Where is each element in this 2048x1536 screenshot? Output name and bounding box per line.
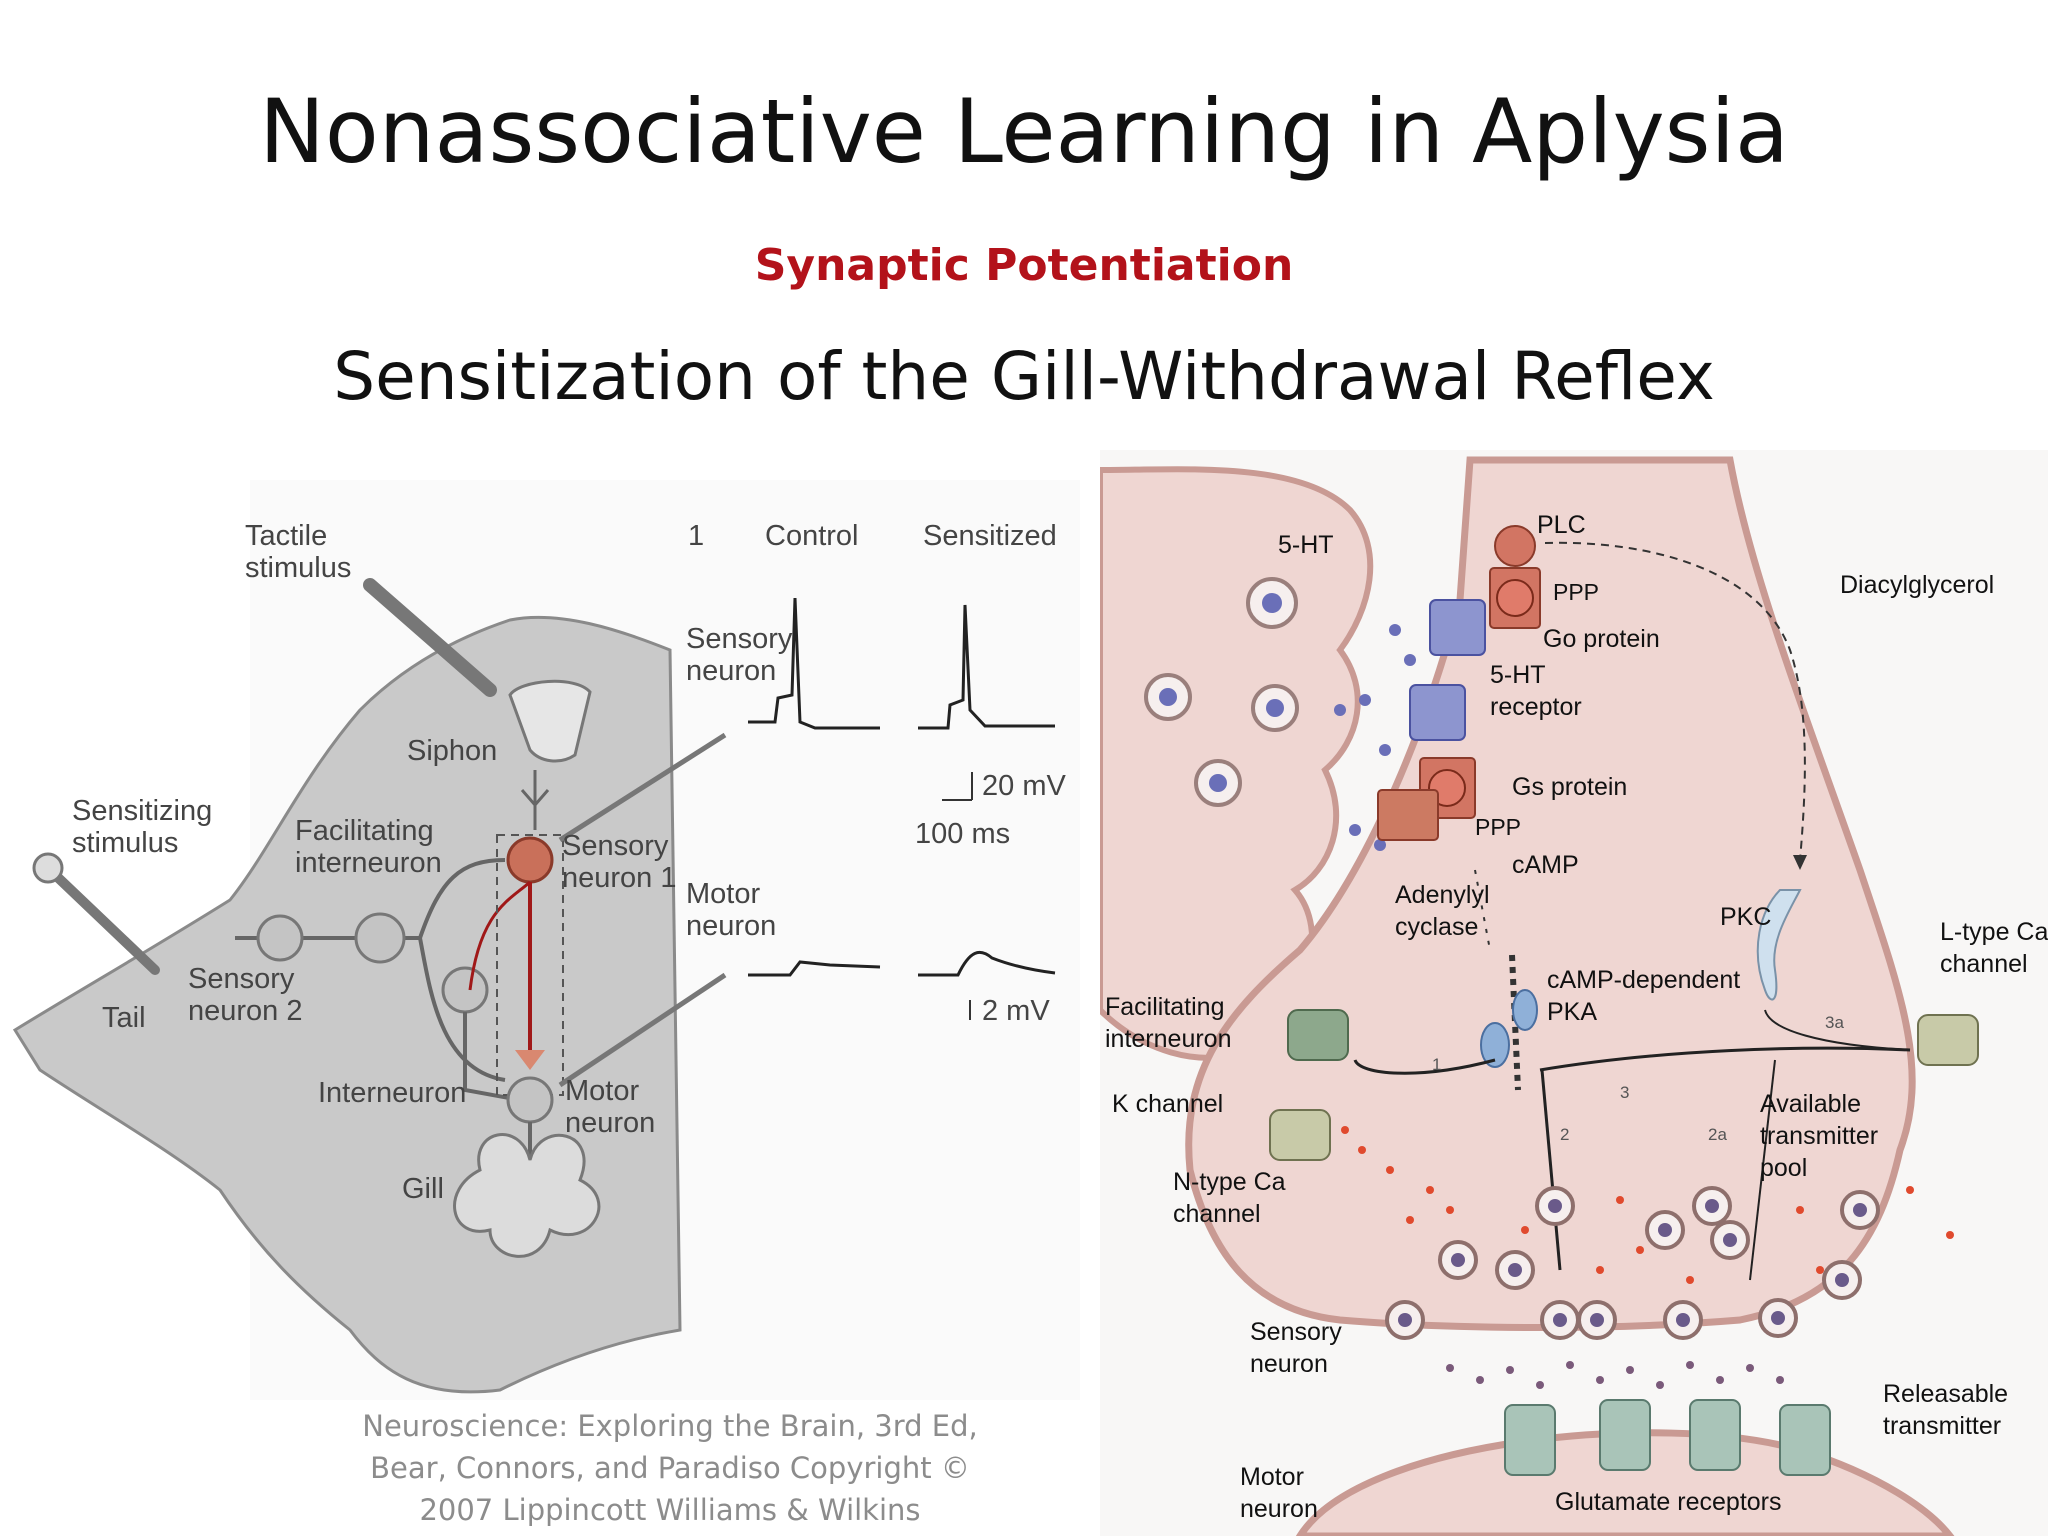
pka-subunit [1480,1022,1510,1068]
l-type-label-2: channel [1940,950,2028,978]
camp-label: cAMP [1512,851,1579,879]
gill-withdrawal-circuit-figure: Tactile stimulus Siphon Sensitizing stim… [12,480,1080,1400]
sensory-trace-control [748,597,880,730]
tactile-stimulus-label-2: stimulus [245,552,351,584]
available-pool-label-3: pool [1760,1154,1807,1182]
pka-label-1: cAMP-dependent [1547,966,1740,994]
available-pool-label-2: transmitter [1760,1122,1878,1150]
path-3a-label: 3a [1825,1013,1844,1032]
motor-neuron-label-1: Motor [1240,1463,1304,1491]
pka-strand [1509,954,1521,1091]
releasable-label-2: transmitter [1883,1412,2001,1440]
path-2a-label: 2a [1708,1125,1727,1144]
sensitizing-probe [45,865,160,975]
source-caption: Neuroscience: Exploring the Brain, 3rd E… [330,1405,1010,1531]
facilitating-interneuron-label-1: Facilitating [1105,993,1225,1021]
motor-neuron-label-2: neuron [565,1107,655,1139]
adenylyl-cyclase [1377,789,1439,841]
motor-neuron-label-1: Motor [565,1075,639,1107]
sensory-neuron-label-1: Sensory [1250,1318,1342,1346]
tactile-stimulus-label-1: Tactile [245,520,327,552]
slide-subtitle: Synaptic Potentiation [754,240,1294,291]
plc-protein [1494,525,1536,567]
k-channel [1287,1009,1349,1061]
motor-trace-sensitized [918,950,1056,977]
adenylyl-cyclase-label-1: Adenylyl [1395,881,1490,909]
serotonin-receptors [1409,599,1486,741]
five-ht-label: 5-HT [1278,531,1334,559]
path-3-label: 3 [1620,1083,1629,1102]
siphon-label: Siphon [407,735,497,767]
facilitating-interneuron-soma [354,912,406,964]
scale-100ms: 100 ms [915,818,1010,850]
control-label: Control [765,520,859,552]
gs-protein-label: Gs protein [1512,773,1627,801]
motor-trace-control [748,960,881,977]
tactile-probe [363,578,497,697]
scale-2mv: 2 mV [982,995,1050,1027]
ppp-bottom-label: PPP [1475,814,1521,840]
sensory-neuron-2-label-1: Sensory [188,963,295,995]
diacylglycerol-label: Diacylglycerol [1840,571,1994,599]
sensitized-label: Sensitized [923,520,1057,552]
pka-label-2: PKA [1547,998,1597,1026]
l-type-label-1: L-type Ca [1940,918,2048,946]
releasable-label-1: Releasable [1883,1380,2008,1408]
path-1-label: 1 [1432,1055,1441,1074]
rec-motor-label-1: Motor [686,878,760,910]
slide-heading: Sensitization of the Gill-Withdrawal Ref… [333,338,1715,415]
path-2-label: 2 [1560,1125,1569,1144]
gill-shape [453,1133,601,1258]
go-protein-label: Go protein [1543,625,1660,653]
sensory-neuron-2-soma [256,914,304,962]
scale-20mv: 20 mV [982,770,1066,802]
k-channel-label: K channel [1112,1090,1223,1118]
n-type-ca-channel [1269,1109,1331,1161]
panel-number: 1 [688,520,704,552]
sensitizing-stimulus-label-2: stimulus [72,827,178,859]
motor-neuron-soma [506,1076,554,1124]
glutamate-receptor-channels [1504,1399,1831,1476]
plc-label: PLC [1537,511,1586,539]
released-transmitter [1446,1361,1784,1389]
l-type-ca-channel [1917,1014,1979,1066]
caption-line-1: Neuroscience: Exploring the Brain, 3rd E… [362,1409,978,1443]
sensory-neuron-1-soma [506,836,554,884]
slide-title: Nonassociative Learning in Aplysia [259,80,1789,183]
ppp-top-label: PPP [1553,579,1599,605]
gill-label: Gill [402,1173,444,1205]
caption-line-3: 2007 Lippincott Williams & Wilkins [419,1493,921,1527]
synapse-mechanism-figure: 5-HT PLC PPP Go protein 5-HT receptor Di… [1100,450,2048,1536]
pkc-shape [1756,889,1802,1001]
interneuron-soma [441,966,489,1014]
sensory-neuron-1-label-1: Sensory [562,830,669,862]
n-type-label-1: N-type Ca [1173,1168,1286,1196]
rec-sensory-label-1: Sensory [686,623,793,655]
caption-line-2: Bear, Connors, and Paradiso Copyright © [370,1451,970,1485]
calcium-ions [1341,1126,1954,1284]
transmitter-vesicles [1385,1186,1880,1340]
facilitating-interneuron-label-2: interneuron [295,847,442,879]
pkc-label: PKC [1720,903,1771,931]
rec-motor-label-2: neuron [686,910,776,942]
facilitating-interneuron-label-1: Facilitating [295,815,434,847]
interneuron-label: Interneuron [318,1077,466,1109]
receptor-label-1: 5-HT [1490,661,1546,689]
sensory-neuron-2-label-2: neuron 2 [188,995,303,1027]
sensory-neuron-1-label-2: neuron 1 [562,862,677,894]
sensory-trace-sensitized [918,604,1055,730]
siphon-shape [508,679,592,763]
n-type-label-2: channel [1173,1200,1261,1228]
receptor-label-2: receptor [1490,693,1582,721]
sensitizing-stimulus-label-1: Sensitizing [72,795,212,827]
adenylyl-cyclase-label-2: cyclase [1395,913,1478,941]
rec-sensory-label-2: neuron [686,655,776,687]
available-pool-label-1: Available [1760,1090,1861,1118]
glutamate-receptors-label: Glutamate receptors [1555,1488,1782,1516]
sensory-neuron-label-2: neuron [1250,1350,1328,1378]
tail-label: Tail [102,1002,146,1034]
motor-neuron-label-2: neuron [1240,1495,1318,1523]
facilitating-interneuron-label-2: interneuron [1105,1025,1231,1053]
